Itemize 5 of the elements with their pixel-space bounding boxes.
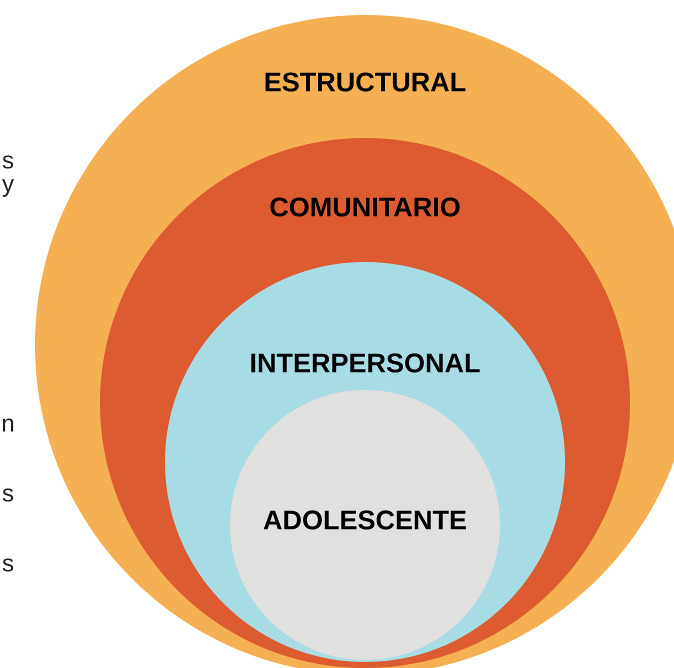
text-fragment: s [2,558,14,572]
text-fragment: y [2,179,14,197]
text-fragment: n [2,418,14,432]
text-fragment: s [2,488,14,502]
text-fragment: s [2,155,14,169]
